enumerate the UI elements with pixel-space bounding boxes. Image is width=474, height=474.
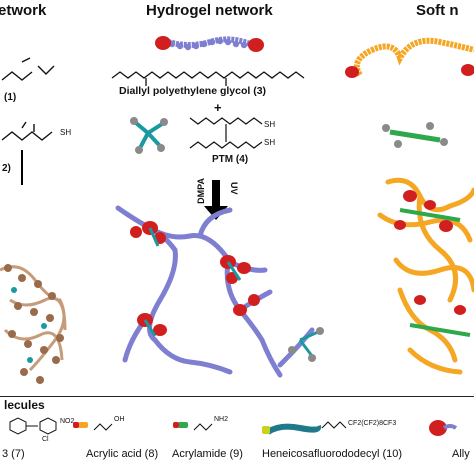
- compound-2-label: 2): [2, 163, 11, 174]
- sh-ptm-bottom-label: SH: [264, 138, 276, 147]
- header-right: Soft n: [416, 2, 459, 19]
- molecules-section: lecules: [0, 396, 474, 474]
- acrylic-acid-icon: [73, 422, 88, 428]
- soft-network-top-chain: [345, 37, 474, 78]
- molecule-label-7: 3 (7): [2, 448, 25, 460]
- formula-nh2: NH2: [214, 416, 229, 423]
- diallyl-peg-structure: [111, 71, 305, 86]
- molecule-label-allyl: Ally: [452, 448, 470, 460]
- acrylic-acid-structure: [93, 423, 113, 431]
- ptm-structure: [189, 117, 263, 149]
- hydrogel-network: [115, 205, 324, 378]
- plus-sign: +: [214, 100, 222, 115]
- azo-molecule-structure: [9, 417, 57, 435]
- ptm-crosslinker-icon: [130, 117, 168, 154]
- acrylamide-icon: [173, 422, 188, 428]
- molecule-icons: [9, 417, 458, 436]
- acrylamide-structure: [193, 423, 213, 431]
- left-network: [0, 264, 67, 384]
- heneicosafluorododecyl-icon: [262, 423, 322, 435]
- uv-mid-label: UV: [229, 182, 239, 195]
- compound-1-label: (1): [4, 92, 17, 103]
- molecule-label-10: Heneicosafluorododecyl (10): [262, 448, 403, 460]
- soft-network: [377, 177, 474, 375]
- allyl-icon: [429, 420, 458, 436]
- ptm-label: PTM (4): [212, 154, 249, 165]
- sh-ptm-top-label: SH: [264, 120, 276, 129]
- diallyl-peg-label: Diallyl polyethylene glycol (3): [119, 85, 267, 97]
- left-molecule-2: [1, 121, 53, 141]
- heneicosafluorododecyl-structure: [321, 421, 347, 429]
- section-divider: [0, 396, 474, 397]
- left-molecule-1: [1, 57, 55, 81]
- sh-left-label: SH: [60, 128, 72, 137]
- formula-fluoro: CF2(CF2)8CF3: [348, 420, 397, 427]
- diagram-canvas: [0, 36, 474, 384]
- formula-oh: OH: [114, 416, 125, 423]
- formula-cl: Cl: [42, 436, 49, 443]
- formula-no2: NO2: [60, 418, 75, 425]
- molecule-label-9: Acrylamide (9): [172, 448, 243, 460]
- header-left: etwork: [0, 2, 47, 19]
- molecules-section-title: lecules: [4, 398, 45, 412]
- header-middle: Hydrogel network: [146, 2, 273, 19]
- peg-chain-top: [155, 36, 264, 52]
- molecule-label-8: Acrylic acid (8): [86, 448, 159, 460]
- green-crosslinker-icon: [382, 122, 448, 148]
- dmpa-label: DMPA: [196, 178, 206, 204]
